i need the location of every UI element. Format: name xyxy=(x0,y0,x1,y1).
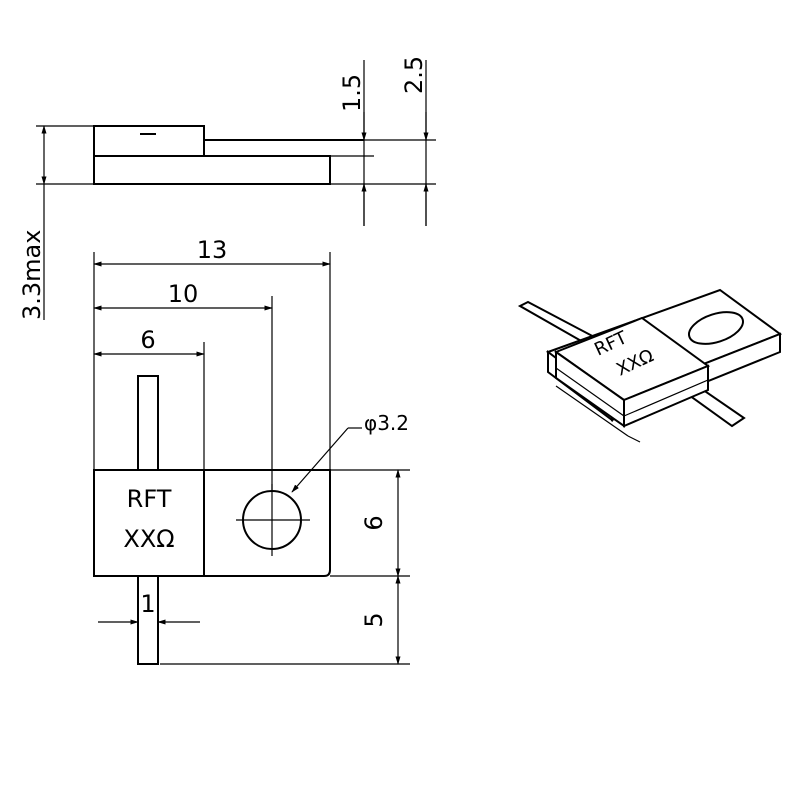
body-width-label: 6 xyxy=(360,515,388,530)
hole-position-label: 10 xyxy=(168,280,199,308)
side-view-body xyxy=(93,125,205,157)
lead-length-label: 5 xyxy=(360,612,388,627)
isometric-view: RFT XXΩ xyxy=(517,288,783,443)
marking-line-2: XXΩ xyxy=(123,525,174,553)
hole-diameter-callout: φ3.2 xyxy=(291,411,409,493)
height-dimension: 3.3max xyxy=(18,125,94,320)
height-max-label: 3.3max xyxy=(18,230,46,320)
offset-dimension-2: 2.5 xyxy=(330,56,436,226)
length-dimensions: 13 10 6 xyxy=(93,236,331,490)
side-view xyxy=(93,125,364,185)
lead-width-dimension: 1 xyxy=(98,590,200,625)
body-length-label: 6 xyxy=(140,326,155,354)
lead-width-label: 1 xyxy=(140,590,155,618)
top-view-flange xyxy=(204,469,331,577)
iso-mounting-hole xyxy=(688,311,744,345)
length-total-label: 13 xyxy=(197,236,228,264)
top-lead xyxy=(137,375,159,471)
iso-body-left xyxy=(555,350,625,428)
top-view: RFT XXΩ xyxy=(93,375,331,665)
offset-1-label: 1.5 xyxy=(338,74,366,112)
marking-line-1: RFT xyxy=(127,485,172,513)
hole-diameter-label: φ3.2 xyxy=(364,411,409,435)
side-view-flange xyxy=(93,155,331,185)
width-dimensions: 6 5 xyxy=(160,469,410,665)
offset-dimension-1: 1.5 xyxy=(330,60,374,226)
offset-2-label: 2.5 xyxy=(400,56,428,94)
